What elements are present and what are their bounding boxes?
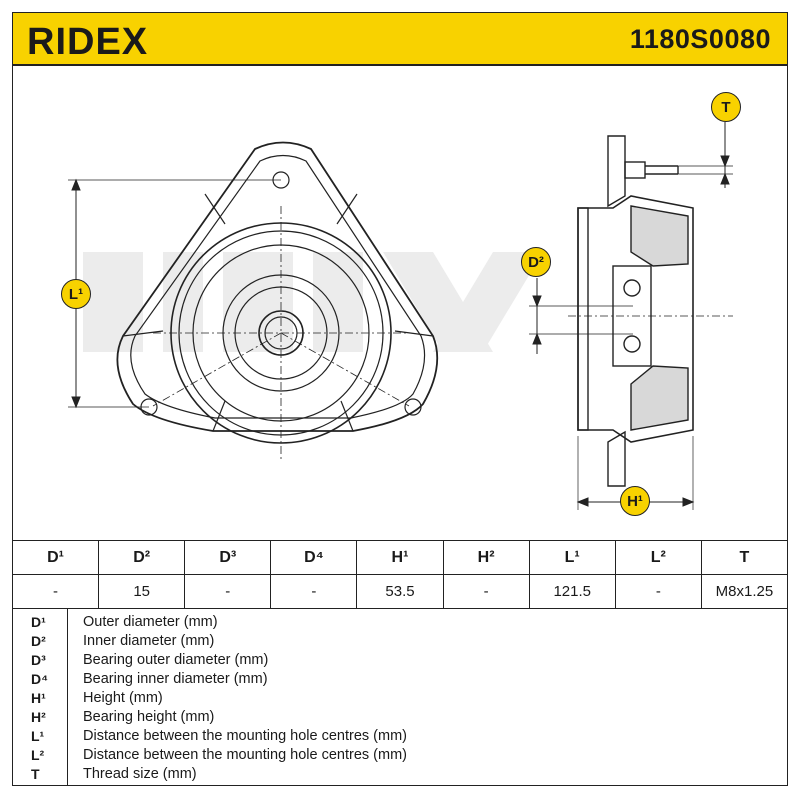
legend-item: D⁴ Bearing inner diameter (mm) bbox=[13, 669, 787, 688]
badge-l1: L¹ bbox=[61, 279, 91, 309]
value-d3: - bbox=[184, 574, 272, 609]
legend-item: D³ Bearing outer diameter (mm) bbox=[13, 650, 787, 669]
legend-symbol: T bbox=[31, 765, 40, 782]
col-d1-header: D¹ bbox=[11, 540, 100, 575]
table-row: - 15 - - 53.5 - 121.5 - M8x1.25 bbox=[11, 574, 789, 609]
legend-description: Inner diameter (mm) bbox=[83, 632, 215, 649]
legend-item: L² Distance between the mounting hole ce… bbox=[13, 745, 787, 764]
value-d2: 15 bbox=[98, 574, 186, 609]
legend-description: Height (mm) bbox=[83, 689, 163, 706]
legend-description: Outer diameter (mm) bbox=[83, 613, 218, 630]
legend-symbol: H² bbox=[31, 708, 46, 725]
value-l1: 121.5 bbox=[528, 574, 616, 609]
col-d3-header: D³ bbox=[184, 540, 272, 575]
legend-item: H² Bearing height (mm) bbox=[13, 707, 787, 726]
col-h1-header: H¹ bbox=[356, 540, 444, 575]
mounting-hole bbox=[404, 398, 422, 416]
badge-h1: H¹ bbox=[620, 486, 650, 516]
legend-description: Bearing height (mm) bbox=[83, 708, 215, 725]
value-l2: - bbox=[614, 574, 702, 609]
part-number: 1180S0080 bbox=[629, 24, 771, 54]
legend-item: L¹ Distance between the mounting hole ce… bbox=[13, 726, 787, 745]
t-dimension bbox=[678, 122, 733, 188]
header-bar: RIDEX 1180S0080 bbox=[12, 12, 788, 66]
legend-description: Distance between the mounting hole centr… bbox=[83, 746, 407, 763]
legend-item: D² Inner diameter (mm) bbox=[13, 631, 787, 650]
dimensions-table: D¹ D² D³ D⁴ H¹ H² L¹ L² T - 15 - - 53.5 … bbox=[11, 540, 789, 609]
legend-description: Distance between the mounting hole centr… bbox=[83, 727, 407, 744]
legend-symbol: D² bbox=[31, 632, 46, 649]
legend-symbol: D¹ bbox=[31, 613, 46, 630]
legend-item: T Thread size (mm) bbox=[13, 764, 787, 783]
watermark-logo bbox=[83, 252, 543, 352]
col-h2-header: H² bbox=[442, 540, 530, 575]
value-t: M8x1.25 bbox=[700, 574, 789, 609]
legend-symbol: D³ bbox=[31, 651, 46, 668]
col-l2-header: L² bbox=[614, 540, 702, 575]
badge-d2: D² bbox=[521, 247, 551, 277]
table-header-row: D¹ D² D³ D⁴ H¹ H² L¹ L² T bbox=[11, 540, 789, 575]
technical-drawing: T D² L¹ H¹ bbox=[12, 66, 788, 540]
legend-description: Bearing inner diameter (mm) bbox=[83, 670, 268, 687]
d2-dimension bbox=[529, 278, 633, 354]
value-d4: - bbox=[270, 574, 358, 609]
legend-symbol: D⁴ bbox=[31, 670, 49, 687]
col-t-header: T bbox=[700, 540, 789, 575]
legend-divider bbox=[67, 608, 68, 785]
drawing-canvas bbox=[68, 122, 733, 510]
logo-wordmark: RIDEX bbox=[27, 21, 148, 61]
legend-symbol: L² bbox=[31, 746, 45, 763]
legend-description: Bearing outer diameter (mm) bbox=[83, 651, 269, 668]
legend: D¹ Outer diameter (mm) D² Inner diameter… bbox=[12, 608, 788, 786]
l1-dimension bbox=[68, 178, 281, 409]
legend-item: D¹ Outer diameter (mm) bbox=[13, 612, 787, 631]
ridex-logo: RIDEX bbox=[27, 21, 148, 61]
top-view bbox=[116, 141, 439, 461]
legend-item: H¹ Height (mm) bbox=[13, 688, 787, 707]
legend-symbol: H¹ bbox=[31, 689, 46, 706]
value-d1: - bbox=[11, 574, 100, 609]
section-view bbox=[568, 135, 733, 487]
value-h1: 53.5 bbox=[356, 574, 444, 609]
badge-t: T bbox=[711, 92, 741, 122]
col-d2-header: D² bbox=[98, 540, 186, 575]
col-l1-header: L¹ bbox=[528, 540, 616, 575]
legend-description: Thread size (mm) bbox=[83, 765, 197, 782]
value-h2: - bbox=[442, 574, 530, 609]
col-d4-header: D⁴ bbox=[270, 540, 358, 575]
legend-symbol: L¹ bbox=[31, 727, 45, 744]
